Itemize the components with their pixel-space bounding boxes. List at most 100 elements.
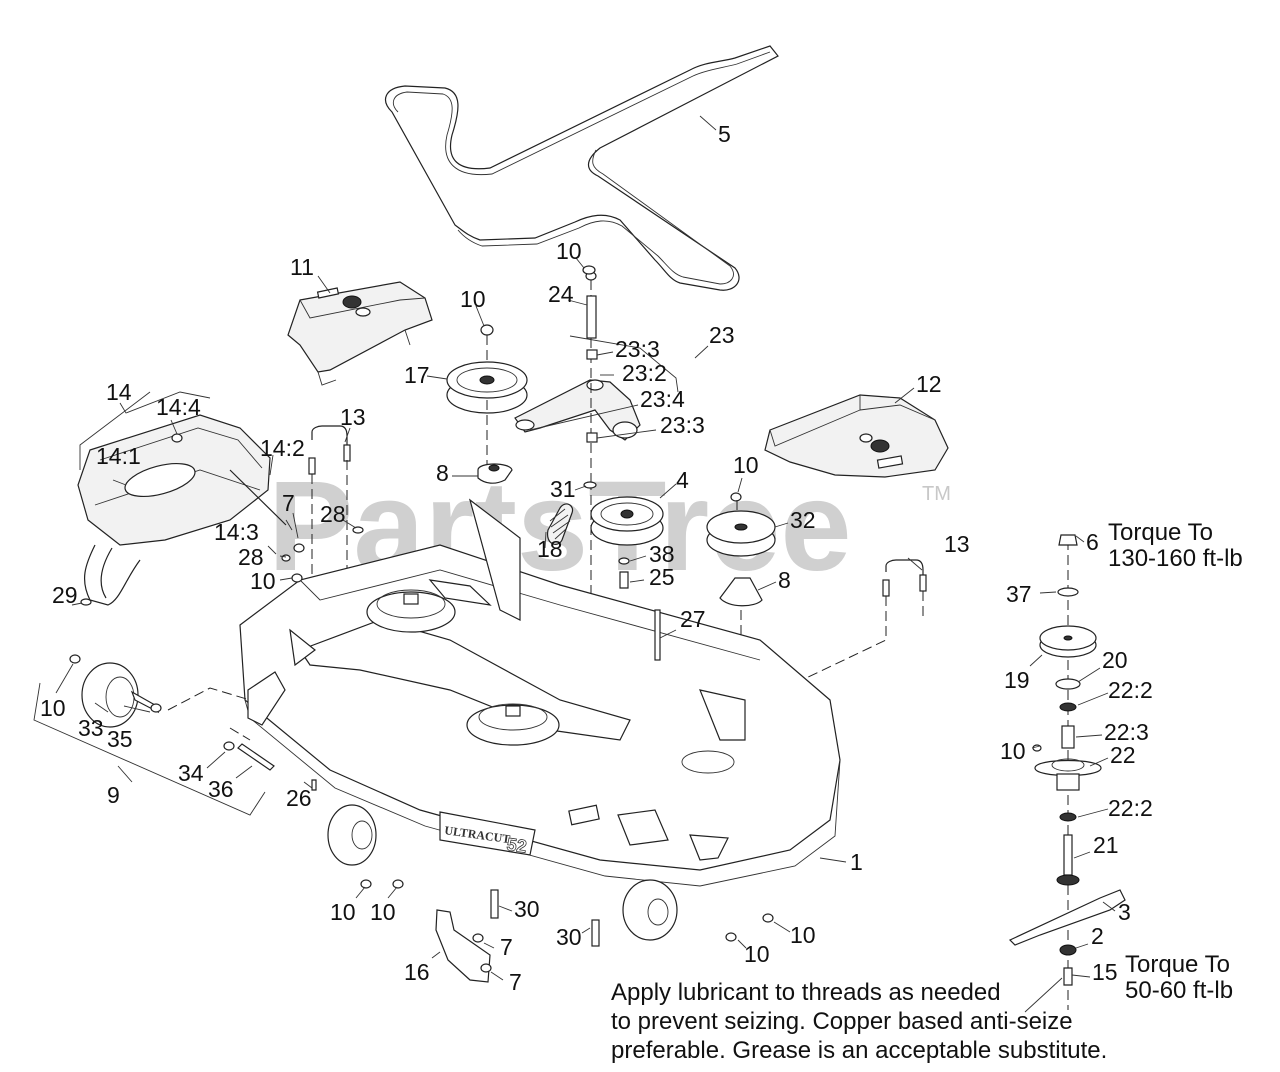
bolt-30-b[interactable] xyxy=(591,919,600,947)
callout-10[interactable]: 10 xyxy=(790,922,816,948)
nut-10-a[interactable] xyxy=(360,879,372,889)
callout-2[interactable]: 2 xyxy=(1091,923,1104,949)
mower-deck-1[interactable]: ULTRACUT 52 xyxy=(239,498,841,887)
callout-10[interactable]: 10 xyxy=(250,568,276,594)
callout-31[interactable]: 31 xyxy=(550,476,576,502)
belt-guide-cone-8-lower[interactable] xyxy=(719,577,763,607)
nut-10-pulley[interactable] xyxy=(480,324,494,336)
callout-10[interactable]: 10 xyxy=(1000,738,1026,764)
deflector-16[interactable] xyxy=(435,909,491,983)
deck-lift-rod-13-right[interactable] xyxy=(882,559,927,597)
callout-33[interactable]: 33 xyxy=(78,715,104,741)
callout-35[interactable]: 35 xyxy=(107,726,133,752)
callout-22-2[interactable]: 22:2 xyxy=(1108,795,1153,821)
callout-9[interactable]: 9 xyxy=(107,782,120,808)
spindle-stack[interactable] xyxy=(1008,534,1126,1010)
callout-10[interactable]: 10 xyxy=(744,941,770,967)
callout-10[interactable]: 10 xyxy=(460,286,486,312)
callout-6[interactable]: 6 xyxy=(1086,529,1099,555)
callout-21[interactable]: 21 xyxy=(1093,832,1119,858)
callout-10[interactable]: 10 xyxy=(40,695,66,721)
callout-14-4[interactable]: 14:4 xyxy=(156,394,201,420)
nut-7[interactable] xyxy=(293,543,305,553)
anti-scalp-wheel-right[interactable] xyxy=(622,879,678,941)
callout-29[interactable]: 29 xyxy=(52,582,78,608)
bolt-25[interactable] xyxy=(619,571,629,589)
belt-cover-right[interactable] xyxy=(764,394,949,478)
drive-belt[interactable] xyxy=(384,45,779,291)
callout-23-4[interactable]: 23:4 xyxy=(640,386,685,412)
bolt-26[interactable] xyxy=(311,779,317,791)
deck-lift-rod-13-left[interactable] xyxy=(308,425,351,475)
callout-17[interactable]: 17 xyxy=(404,362,430,388)
callout-30[interactable]: 30 xyxy=(556,924,582,950)
bolt-36[interactable] xyxy=(237,743,275,771)
callout-10[interactable]: 10 xyxy=(556,238,582,264)
callout-15[interactable]: 15 xyxy=(1092,959,1118,985)
callout-7[interactable]: 7 xyxy=(500,934,513,960)
callout-32[interactable]: 32 xyxy=(790,507,816,533)
callout-23-3[interactable]: 23:3 xyxy=(615,336,660,362)
callout-30[interactable]: 30 xyxy=(514,896,540,922)
callout-22-2[interactable]: 22:2 xyxy=(1108,677,1153,703)
callout-22[interactable]: 22 xyxy=(1110,742,1136,768)
nut-10-b[interactable] xyxy=(392,879,404,889)
nut-7-c[interactable] xyxy=(480,963,492,973)
callout-27[interactable]: 27 xyxy=(680,606,706,632)
nut-7-b[interactable] xyxy=(472,933,484,943)
pin-28[interactable] xyxy=(352,526,364,534)
callout-14-1[interactable]: 14:1 xyxy=(96,443,141,469)
idler-pulley-17[interactable] xyxy=(446,361,528,414)
pin-28-lower[interactable] xyxy=(281,554,291,562)
callout-14[interactable]: 14 xyxy=(106,379,132,405)
anti-scalp-wheel-left[interactable] xyxy=(327,804,377,866)
nut-10-d[interactable] xyxy=(762,913,774,923)
callout-18[interactable]: 18 xyxy=(537,536,563,562)
callout-23-3[interactable]: 23:3 xyxy=(660,412,705,438)
callout-4[interactable]: 4 xyxy=(676,467,689,493)
stud-27[interactable] xyxy=(654,609,661,661)
idler-pulley-4[interactable] xyxy=(590,496,664,546)
nut-10-wheel[interactable] xyxy=(69,654,81,664)
callout-22-3[interactable]: 22:3 xyxy=(1104,719,1149,745)
discharge-shield-assembly[interactable] xyxy=(77,414,293,606)
callout-38[interactable]: 38 xyxy=(649,541,675,567)
washer-34[interactable] xyxy=(223,741,235,751)
callout-16[interactable]: 16 xyxy=(404,959,430,985)
wheel-bracket[interactable] xyxy=(247,671,286,726)
callout-28[interactable]: 28 xyxy=(238,544,264,570)
callout-24[interactable]: 24 xyxy=(548,281,574,307)
flat-idler-pulley-32[interactable] xyxy=(706,510,776,557)
bolt-29[interactable] xyxy=(80,598,92,606)
callout-7[interactable]: 7 xyxy=(509,969,522,995)
callout-7[interactable]: 7 xyxy=(282,490,295,516)
callout-14-2[interactable]: 14:2 xyxy=(260,435,305,461)
callout-23-2[interactable]: 23:2 xyxy=(622,360,667,386)
nut-10-left[interactable] xyxy=(291,573,303,583)
nut-10-c[interactable] xyxy=(725,932,737,942)
callout-8[interactable]: 8 xyxy=(778,567,791,593)
extension-spring-18[interactable] xyxy=(546,503,574,545)
gauge-wheel-33[interactable] xyxy=(81,662,162,728)
nut-10-top[interactable] xyxy=(582,265,596,275)
bushing-23-3-lower[interactable] xyxy=(586,432,598,443)
bolt-30-a[interactable] xyxy=(490,889,499,919)
callout-26[interactable]: 26 xyxy=(286,785,312,811)
bushing-23-3[interactable] xyxy=(586,349,598,360)
callout-25[interactable]: 25 xyxy=(649,564,675,590)
belt-guide-cone-8[interactable] xyxy=(477,463,513,484)
callout-12[interactable]: 12 xyxy=(916,371,942,397)
callout-37[interactable]: 37 xyxy=(1006,581,1032,607)
callout-11[interactable]: 11 xyxy=(290,254,314,280)
callout-8[interactable]: 8 xyxy=(436,460,449,486)
callout-28[interactable]: 28 xyxy=(320,501,346,527)
nut-10[interactable] xyxy=(730,492,742,502)
screw-14-4[interactable] xyxy=(171,433,183,443)
callout-34[interactable]: 34 xyxy=(178,760,204,786)
callout-20[interactable]: 20 xyxy=(1102,647,1128,673)
callout-10[interactable]: 10 xyxy=(733,452,759,478)
callout-13[interactable]: 13 xyxy=(944,531,970,557)
washer-38[interactable] xyxy=(618,557,630,565)
idler-arm-23[interactable] xyxy=(514,379,641,441)
callout-19[interactable]: 19 xyxy=(1004,667,1030,693)
